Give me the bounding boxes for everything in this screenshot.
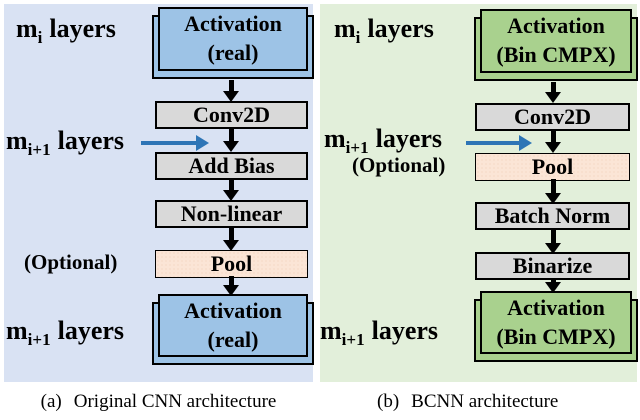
activation-cmpx-bottom-box: Activation (Bin CMPX) <box>480 291 632 354</box>
down-arrow-icon <box>545 228 561 254</box>
label-mi-base: m <box>16 14 38 43</box>
caption-b-index: (b) <box>377 391 400 412</box>
activation-real-top-box: Activation (real) <box>158 7 308 71</box>
activation-cmpx-top-stack: Activation (Bin CMPX) <box>474 9 638 81</box>
activation-label: Activation <box>507 13 605 39</box>
conv2d-box: Conv2D <box>155 101 308 129</box>
activation-type-label: (Bin CMPX) <box>496 42 616 67</box>
blue-pointer-arrow-icon <box>466 135 532 151</box>
caption-a-index: (a) <box>40 391 62 412</box>
activation-label: Activation <box>184 11 282 37</box>
label-mi1-subscript: i+1 <box>27 140 51 159</box>
activation-cmpx-bottom-stack: Activation (Bin CMPX) <box>474 291 638 362</box>
down-arrow-icon <box>545 179 561 204</box>
label-mi-rest: layers <box>49 14 116 43</box>
activation-real-bottom-stack: Activation (real) <box>152 294 314 365</box>
optional-label: (Optional) <box>352 153 446 177</box>
add-bias-label: Add Bias <box>188 153 275 178</box>
caption-a: (a) Original CNN architecture <box>4 391 313 413</box>
label-mi1-base: m <box>6 126 28 155</box>
caption-a-text: Original CNN architecture <box>73 391 277 412</box>
label-mi-subscript: i <box>37 28 43 47</box>
blue-pointer-arrow-icon <box>141 135 209 151</box>
batch-norm-box: Batch Norm <box>475 202 630 230</box>
pool-box: Pool <box>155 250 308 278</box>
down-arrow-icon <box>545 131 561 153</box>
down-arrow-icon <box>223 129 239 152</box>
optional-label: (Optional) <box>24 250 118 274</box>
conv2d-box: Conv2D <box>475 103 630 131</box>
down-arrow-icon <box>545 278 561 293</box>
pool-label: Pool <box>531 154 574 179</box>
activation-type-label: (real) <box>207 326 259 352</box>
activation-cmpx-top-box: Activation (Bin CMPX) <box>480 9 632 73</box>
pool-box: Pool <box>475 153 630 181</box>
caption-b-text: BCNN architecture <box>411 391 559 412</box>
down-arrow-icon <box>223 178 239 201</box>
non-linear-label: Non-linear <box>180 201 283 226</box>
caption-b: (b) BCNN architecture <box>377 391 558 413</box>
activation-label: Activation <box>507 294 605 320</box>
activation-real-top-stack: Activation (real) <box>152 7 314 79</box>
activation-label: Activation <box>184 297 282 323</box>
activation-type-label: (Bin CMPX) <box>496 323 616 349</box>
down-arrow-icon <box>223 226 239 251</box>
pool-label: Pool <box>210 251 253 276</box>
activation-type-label: (real) <box>207 40 259 65</box>
binarize-label: Binarize <box>512 253 593 278</box>
down-arrow-icon <box>223 276 239 296</box>
conv2d-label: Conv2D <box>513 104 591 129</box>
batch-norm-label: Batch Norm <box>494 203 611 228</box>
activation-real-bottom-box: Activation (real) <box>158 294 308 357</box>
down-arrow-icon <box>223 80 239 102</box>
non-linear-box: Non-linear <box>155 200 308 228</box>
add-bias-box: Add Bias <box>155 152 308 180</box>
down-arrow-icon <box>545 82 561 103</box>
label-mi1-layers: mi+1 layers <box>6 126 125 159</box>
label-mi1-rest: layers <box>57 126 125 155</box>
binarize-box: Binarize <box>475 252 630 280</box>
conv2d-label: Conv2D <box>192 102 270 127</box>
